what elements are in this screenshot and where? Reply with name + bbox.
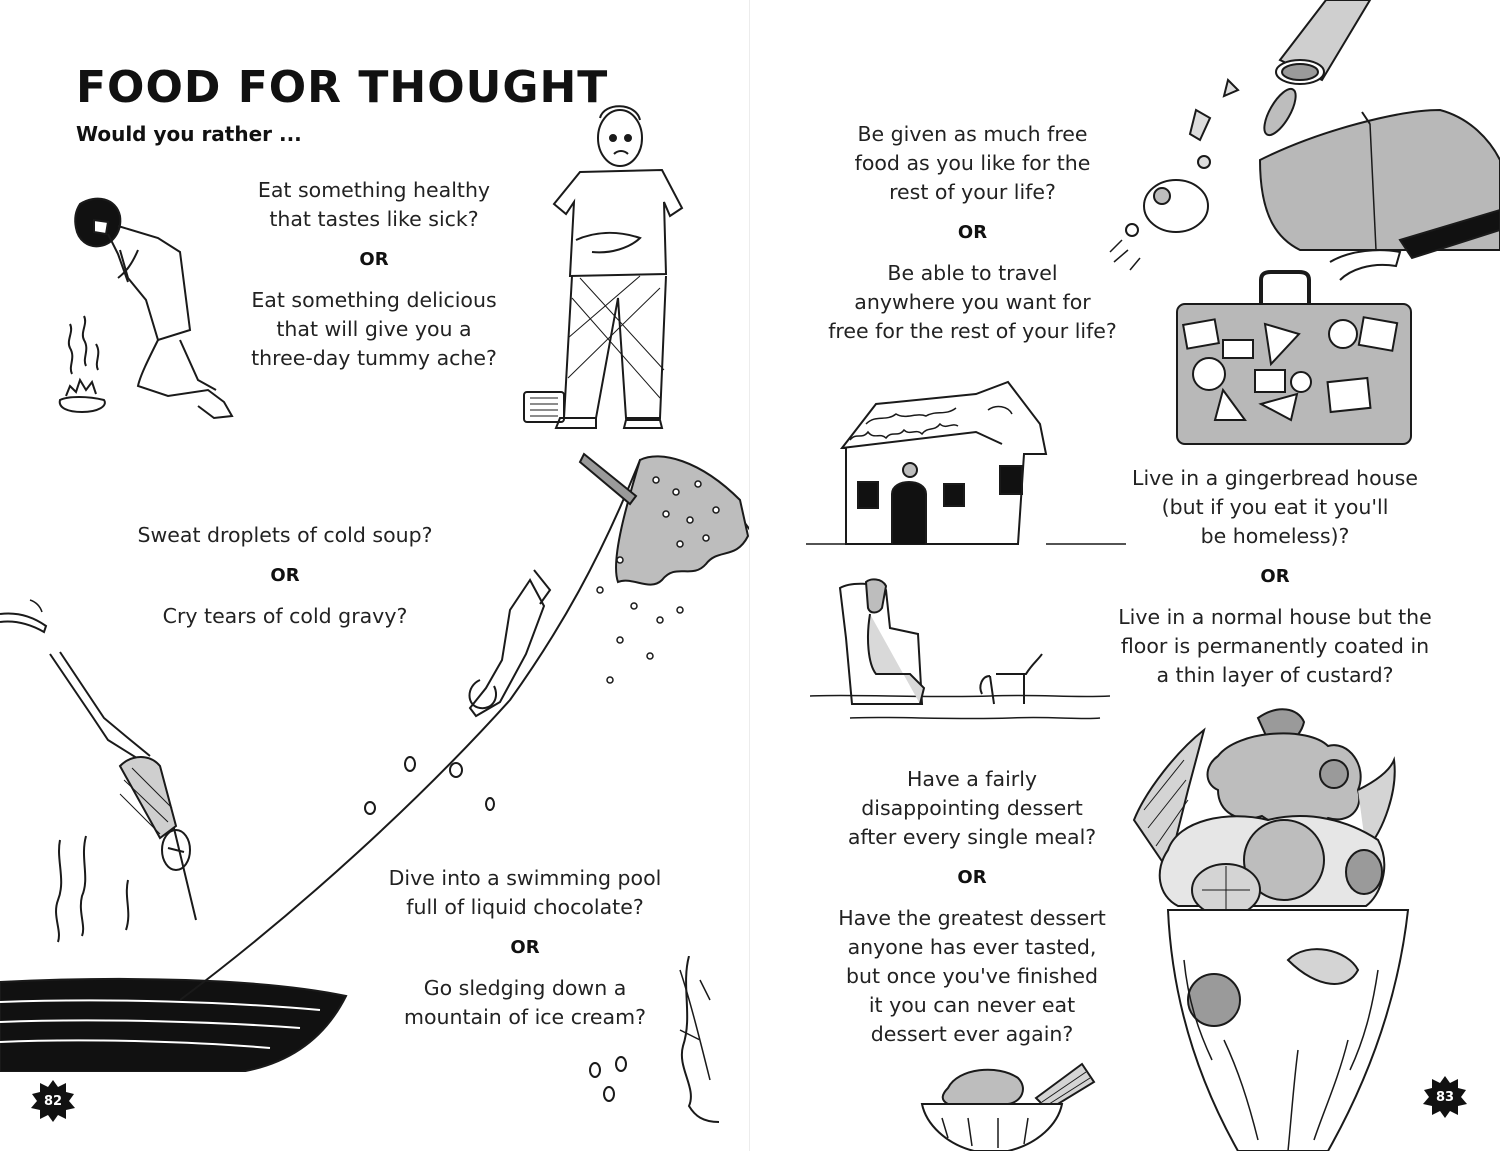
or-separator: OR [510, 937, 540, 958]
question-block-3: Dive into a swimming pool full of liquid… [370, 864, 680, 1032]
diving-person-illustration [0, 590, 220, 950]
option-a-text: Have a fairly disappointing dessert afte… [847, 767, 1097, 849]
ice-cream-mountain-illustration [180, 440, 750, 1100]
option-a-text: Be given as much free food as you like f… [854, 122, 1091, 204]
page-number-badge: 82 [30, 1078, 76, 1124]
option-b-text: Have the greatest dessert anyone has eve… [838, 906, 1106, 1046]
small-dessert-bowl-illustration [918, 1058, 1098, 1151]
question-block-5: Live in a gingerbread house (but if you … [1110, 464, 1440, 690]
option-b-text: Live in a normal house but the floor is … [1118, 605, 1432, 687]
sick-kneeling-person-illustration [48, 190, 258, 430]
or-separator: OR [1260, 566, 1290, 587]
option-b-text: Go sledging down a mountain of ice cream… [404, 976, 646, 1029]
question-block-6: Have a fairly disappointing dessert afte… [822, 765, 1122, 1049]
right-page: Be given as much free food as you like f… [750, 0, 1500, 1151]
custard-floor-room-illustration [810, 578, 1110, 728]
travel-suitcase-illustration [1175, 270, 1415, 450]
or-separator: OR [957, 867, 987, 888]
tummy-ache-person-illustration [520, 98, 700, 434]
option-a-text: Live in a gingerbread house (but if you … [1132, 466, 1418, 548]
option-a-text: Eat something healthy that tastes like s… [257, 178, 491, 231]
page-subtitle: Would you rather ... [76, 122, 302, 146]
option-a-text: Dive into a swimming pool full of liquid… [388, 866, 662, 919]
food-pouring-into-person-illustration [1100, 0, 1500, 300]
option-b-text: Eat something delicious that will give y… [251, 288, 497, 370]
or-separator: OR [359, 249, 389, 270]
page-number: 83 [1435, 1089, 1455, 1105]
option-b-text: Be able to travel anywhere you want for … [828, 261, 1117, 343]
or-separator: OR [957, 222, 988, 243]
ink-splat-icon [31, 1080, 75, 1122]
page-title: FOOD FOR THOUGHT [76, 62, 609, 113]
gingerbread-house-illustration [806, 374, 1126, 554]
giant-sundae-illustration [1128, 700, 1428, 1151]
chocolate-pool-illustration [0, 972, 350, 1072]
ink-splat-icon [1423, 1076, 1467, 1118]
or-separator: OR [270, 565, 300, 586]
page-number: 82 [43, 1093, 63, 1109]
question-block-4: Be given as much free food as you like f… [810, 120, 1135, 346]
ice-cream-drip-illustration [585, 956, 725, 1126]
left-page: FOOD FOR THOUGHT Would you rather ... Ea… [0, 62, 750, 1126]
question-block-1: Eat something healthy that tastes like s… [234, 176, 514, 373]
option-b-text: Cry tears of cold gravy? [162, 604, 408, 628]
question-block-2: Sweat droplets of cold soup? OR Cry tear… [120, 521, 450, 631]
option-a-text: Sweat droplets of cold soup? [137, 523, 433, 547]
page-number-badge: 83 [1422, 1074, 1468, 1120]
